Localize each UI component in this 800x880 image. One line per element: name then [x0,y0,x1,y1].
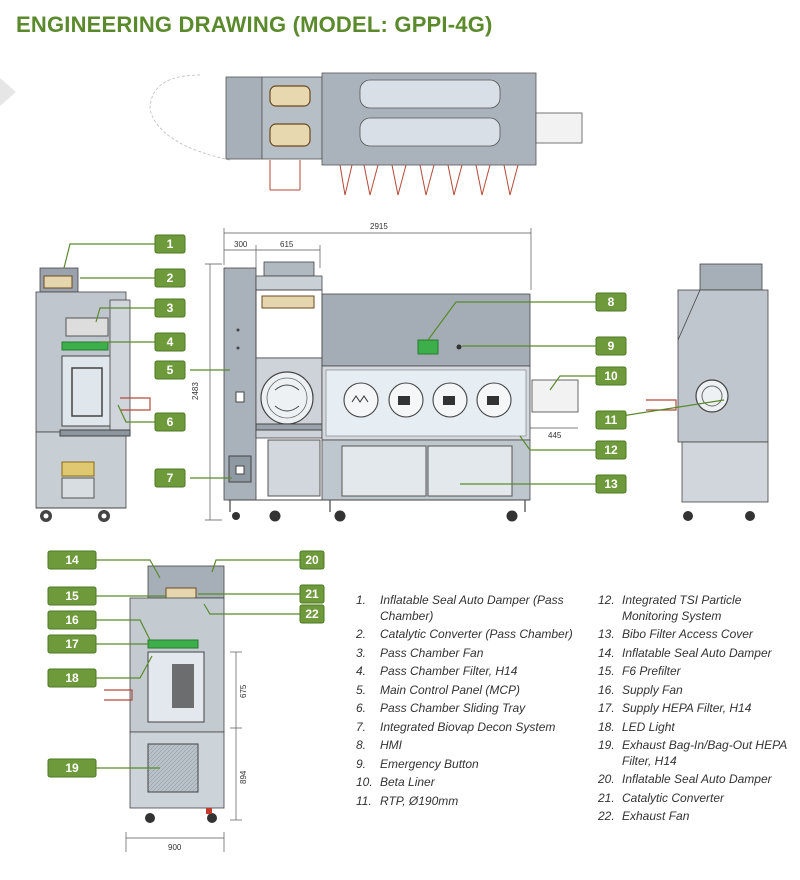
svg-text:2: 2 [167,271,174,285]
callout-22: 22 [299,604,325,624]
callout-13: 13 [595,474,627,494]
callout-4: 4 [154,332,186,352]
svg-text:21: 21 [305,587,319,601]
callout-17: 17 [47,634,97,654]
legend-item: 4.Pass Chamber Filter, H14 [356,664,518,678]
legend-item: 18.LED Light [598,719,675,734]
legend-item: 12.Integrated TSI Particle Monitoring Sy… [598,593,742,623]
top-view [149,72,583,196]
legend-left: 1.Inflatable Seal Auto Damper (Pass Cham… [356,593,584,812]
legend-item: 2.Catalytic Converter (Pass Chamber) [356,627,573,641]
svg-text:20: 20 [305,553,319,567]
callout-15: 15 [47,586,97,606]
callout-11: 11 [595,410,627,430]
dim-side-width: 900 [168,843,182,852]
callout-14: 14 [47,550,97,570]
callout-16: 16 [47,610,97,630]
legend-item: 8.HMI [356,738,402,752]
svg-text:10: 10 [604,369,618,383]
right-side-view [646,263,769,521]
callout-19: 19 [47,758,97,778]
svg-text:5: 5 [167,363,174,377]
svg-text:8: 8 [608,295,615,309]
svg-text:14: 14 [65,553,79,567]
legend-item: 21.Catalytic Converter [598,790,725,805]
callout-12: 12 [595,440,627,460]
legend-item: 15.F6 Prefilter [598,664,681,678]
front-view: 2915 300 615 2483 [191,222,579,522]
legend-item: 7.Integrated Biovap Decon System [356,719,556,734]
legend-item: 20.Inflatable Seal Auto Damper [598,772,772,786]
dim-side-upper: 675 [239,684,248,698]
legend-item: 6.Pass Chamber Sliding Tray [356,701,526,715]
callout-20: 20 [299,550,325,570]
callout-18: 18 [47,668,97,688]
svg-text:1: 1 [167,237,174,251]
svg-text:6: 6 [167,415,174,429]
svg-text:15: 15 [65,589,79,603]
callout-8: 8 [595,292,627,312]
svg-text:18: 18 [65,671,79,685]
legend-item: 13.Bibo Filter Access Cover [598,627,753,641]
svg-text:11: 11 [605,413,618,427]
callout-21: 21 [299,584,325,604]
legend-item: 3.Pass Chamber Fan [356,645,484,660]
svg-text:16: 16 [65,613,79,627]
dim-side-lower: 894 [239,770,248,784]
leader-lines [63,243,725,769]
legend-right: 12.Integrated TSI Particle Monitoring Sy… [598,593,796,828]
legend-item: 19.Exhaust Bag-In/Bag-Out HEPA Filter, H… [598,738,787,768]
legend-item: 10.Beta Liner [356,775,435,789]
left-side-view [35,267,151,522]
legend-item: 17.Supply HEPA Filter, H14 [598,701,752,715]
svg-text:4: 4 [167,335,174,349]
dim-liner-depth: 445 [548,431,562,440]
legend-item: 5.Main Control Panel (MCP) [356,682,521,697]
callout-6: 6 [154,412,186,432]
svg-text:3: 3 [167,301,174,315]
legend-item: 9.Emergency Button [356,756,479,771]
legend-item: 22.Exhaust Fan [598,809,690,823]
callout-3: 3 [154,298,186,318]
callout-2: 2 [154,268,186,288]
page-title: ENGINEERING DRAWING (MODEL: GPPI-4G) [16,12,493,37]
legend-item: 14.Inflatable Seal Auto Damper [598,645,772,660]
callout-5: 5 [154,360,186,380]
svg-text:13: 13 [604,477,618,491]
svg-text:7: 7 [167,471,174,485]
dim-overall-width: 2915 [370,222,388,231]
dim-height: 2483 [191,382,200,400]
legend-item: 1.Inflatable Seal Auto Damper (Pass Cham… [356,593,564,623]
svg-text:19: 19 [65,761,79,775]
svg-text:22: 22 [305,607,319,621]
legend-item: 16.Supply Fan [598,682,683,697]
svg-text:12: 12 [604,443,618,457]
dim-pass-width: 300 [234,240,248,249]
legend-item: 11.RTP, Ø190mm [356,793,459,808]
callout-9: 9 [595,336,627,356]
callout-10: 10 [595,366,627,386]
svg-text:9: 9 [608,339,615,353]
side-section-view: 675 894 900 [104,565,248,852]
svg-text:17: 17 [65,637,79,651]
dim-pass-chamber: 615 [280,240,294,249]
callout-1: 1 [154,234,186,254]
callout-7: 7 [154,468,186,488]
side-tab-arrow [0,78,16,106]
